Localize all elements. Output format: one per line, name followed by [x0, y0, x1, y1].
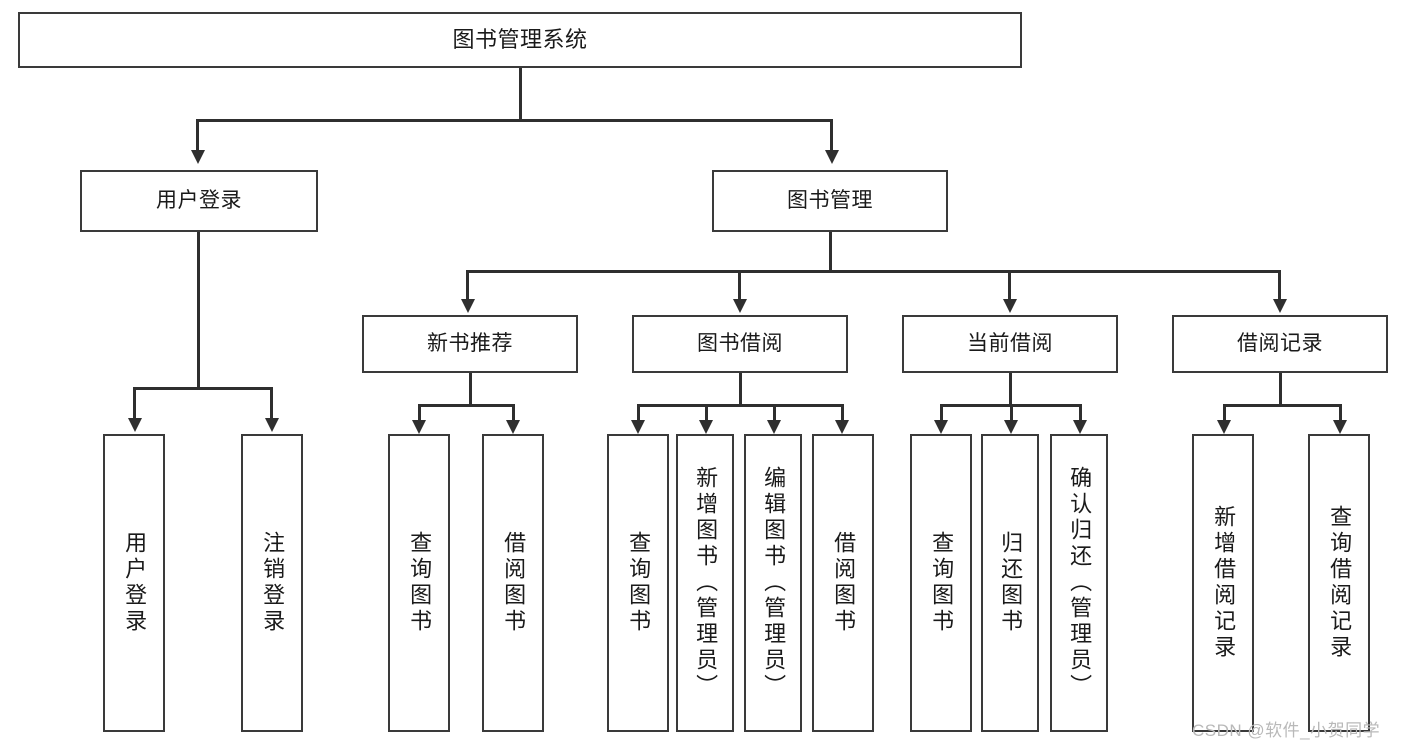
- node-label: 查询借阅记录: [1327, 505, 1353, 661]
- arrow-user-login-leaf-1: [128, 418, 142, 432]
- edge-new-book-drop-2: [512, 404, 515, 422]
- node-label: 用户登录: [122, 531, 148, 635]
- node-label: 归还图书: [998, 531, 1024, 635]
- node-borrow-record[interactable]: 借阅记录: [1172, 315, 1388, 373]
- leaf-logout[interactable]: 注销登录: [241, 434, 303, 732]
- edge-borrow-record-stem: [1279, 373, 1282, 406]
- edge-borrow-book-drop-1: [637, 404, 640, 422]
- edge-root-to-book-manage: [830, 119, 833, 151]
- leaf-edit-book-admin[interactable]: 编辑图书（管理员）: [744, 434, 802, 732]
- edge-to-new-book: [466, 270, 469, 300]
- edge-user-login-bus: [133, 387, 270, 390]
- node-label: 新增借阅记录: [1211, 505, 1237, 661]
- arrow-borrow-book-leaf-1: [631, 420, 645, 434]
- node-current-borrow[interactable]: 当前借阅: [902, 315, 1118, 373]
- edge-borrow-book-drop-4: [841, 404, 844, 422]
- arrow-new-book-leaf-1: [412, 420, 426, 434]
- leaf-confirm-return-admin[interactable]: 确认归还（管理员）: [1050, 434, 1108, 732]
- arrow-root-to-user-login: [191, 150, 205, 164]
- node-label: 新增图书（管理员）: [693, 466, 719, 700]
- node-book-management[interactable]: 图书管理: [712, 170, 948, 232]
- edge-current-borrow-drop-2: [1010, 404, 1013, 422]
- edge-current-borrow-drop-1: [940, 404, 943, 422]
- arrow-to-new-book: [461, 299, 475, 313]
- leaf-user-login[interactable]: 用户登录: [103, 434, 165, 732]
- node-root-system[interactable]: 图书管理系统: [18, 12, 1022, 68]
- arrow-to-borrow-book: [733, 299, 747, 313]
- edge-to-borrow-book: [738, 270, 741, 300]
- node-label: 编辑图书（管理员）: [761, 466, 787, 700]
- edge-current-borrow-stem: [1009, 373, 1012, 406]
- arrow-root-to-book-manage: [825, 150, 839, 164]
- leaf-query-borrow-record[interactable]: 查询借阅记录: [1308, 434, 1370, 732]
- edge-borrow-record-drop-2: [1339, 404, 1342, 422]
- node-new-book-recommend[interactable]: 新书推荐: [362, 315, 578, 373]
- arrow-borrow-record-leaf-1: [1217, 420, 1231, 434]
- arrow-borrow-book-leaf-2: [699, 420, 713, 434]
- leaf-return-book[interactable]: 归还图书: [981, 434, 1039, 732]
- edge-root-to-user-login: [196, 119, 199, 151]
- node-label: 注销登录: [260, 531, 286, 635]
- arrow-borrow-book-leaf-3: [767, 420, 781, 434]
- edge-book-manage-bus: [466, 270, 1280, 273]
- node-label: 新书推荐: [427, 332, 513, 356]
- edge-borrow-book-bus: [637, 404, 842, 407]
- arrow-to-current-borrow: [1003, 299, 1017, 313]
- edge-root-bus: [196, 119, 832, 122]
- leaf-query-book-borrow[interactable]: 查询图书: [607, 434, 669, 732]
- edge-borrow-book-drop-3: [773, 404, 776, 422]
- node-book-borrow[interactable]: 图书借阅: [632, 315, 848, 373]
- arrow-current-borrow-leaf-3: [1073, 420, 1087, 434]
- edge-book-manage-stem: [829, 232, 832, 272]
- node-label: 用户登录: [156, 189, 242, 213]
- arrow-current-borrow-leaf-1: [934, 420, 948, 434]
- leaf-borrow-book-newbook[interactable]: 借阅图书: [482, 434, 544, 732]
- edge-root-stem: [519, 68, 522, 121]
- edge-new-book-bus: [418, 404, 513, 407]
- csdn-watermark: CSDN @软件_小贺同学: [1192, 721, 1381, 740]
- node-label: 查询图书: [626, 531, 652, 635]
- edge-to-current-borrow: [1008, 270, 1011, 300]
- node-label: 借阅图书: [831, 531, 857, 635]
- edge-new-book-drop-1: [418, 404, 421, 422]
- edge-user-login-stem: [197, 232, 200, 389]
- edge-borrow-book-drop-2: [705, 404, 708, 422]
- leaf-query-book-newbook[interactable]: 查询图书: [388, 434, 450, 732]
- edge-new-book-stem: [469, 373, 472, 406]
- node-label: 查询图书: [929, 531, 955, 635]
- edge-to-borrow-record: [1278, 270, 1281, 300]
- arrow-borrow-book-leaf-4: [835, 420, 849, 434]
- node-label: 图书借阅: [697, 332, 783, 356]
- edge-borrow-record-bus: [1223, 404, 1339, 407]
- edge-user-login-drop-2: [270, 387, 273, 419]
- node-label: 图书管理: [787, 189, 873, 213]
- node-label: 当前借阅: [967, 332, 1053, 356]
- node-label: 确认归还（管理员）: [1067, 466, 1093, 700]
- node-user-login[interactable]: 用户登录: [80, 170, 318, 232]
- arrow-borrow-record-leaf-2: [1333, 420, 1347, 434]
- edge-current-borrow-drop-3: [1079, 404, 1082, 422]
- edge-user-login-drop-1: [133, 387, 136, 419]
- arrow-new-book-leaf-2: [506, 420, 520, 434]
- leaf-query-book-current[interactable]: 查询图书: [910, 434, 972, 732]
- arrow-to-borrow-record: [1273, 299, 1287, 313]
- node-label: 借阅图书: [501, 531, 527, 635]
- arrow-current-borrow-leaf-2: [1004, 420, 1018, 434]
- leaf-add-book-admin[interactable]: 新增图书（管理员）: [676, 434, 734, 732]
- node-label: 借阅记录: [1237, 332, 1323, 356]
- node-label: 查询图书: [407, 531, 433, 635]
- arrow-user-login-leaf-2: [265, 418, 279, 432]
- leaf-borrow-book-borrow[interactable]: 借阅图书: [812, 434, 874, 732]
- edge-borrow-book-stem: [739, 373, 742, 406]
- leaf-add-borrow-record[interactable]: 新增借阅记录: [1192, 434, 1254, 732]
- edge-borrow-record-drop-1: [1223, 404, 1226, 422]
- node-label: 图书管理系统: [452, 26, 588, 52]
